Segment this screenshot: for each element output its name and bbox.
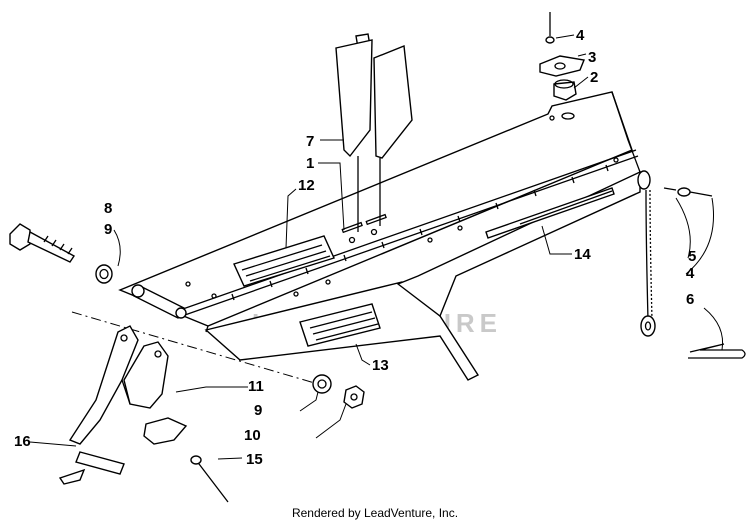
callout-9-left: 9 bbox=[104, 221, 112, 238]
bushing-right bbox=[312, 374, 332, 394]
hardware-stack-top bbox=[539, 12, 585, 101]
callout-2: 2 bbox=[590, 69, 598, 86]
callout-15: 15 bbox=[246, 451, 263, 468]
bracket bbox=[68, 325, 169, 445]
callout-13: 13 bbox=[372, 357, 389, 374]
nut bbox=[343, 385, 365, 409]
callout-11: 11 bbox=[248, 378, 264, 395]
lanyard-assembly bbox=[637, 170, 746, 359]
callout-4-right: 4 bbox=[686, 265, 695, 282]
bolt bbox=[9, 223, 76, 263]
grip-pad bbox=[58, 451, 125, 485]
warning-decal-13 bbox=[299, 303, 381, 347]
callout-6: 6 bbox=[686, 291, 694, 308]
callout-4-top: 4 bbox=[576, 27, 585, 44]
callouts: 4 3 2 7 1 12 8 9 14 5 4 6 13 11 9 10 16 … bbox=[14, 27, 696, 468]
callout-3: 3 bbox=[588, 49, 596, 66]
hinge-tube bbox=[131, 284, 187, 319]
callout-9-right: 9 bbox=[254, 402, 262, 419]
callout-12: 12 bbox=[298, 177, 315, 194]
clevis-pin bbox=[190, 455, 229, 503]
callout-10: 10 bbox=[244, 427, 261, 444]
bumper-pad bbox=[143, 417, 188, 445]
foot-pedal bbox=[335, 33, 413, 232]
bushing-left bbox=[95, 264, 113, 284]
callout-14: 14 bbox=[574, 246, 591, 263]
callout-8: 8 bbox=[104, 200, 112, 217]
callout-5: 5 bbox=[688, 248, 696, 265]
callout-7: 7 bbox=[306, 133, 314, 150]
callout-1: 1 bbox=[306, 155, 314, 172]
footer-credit: Rendered by LeadVenture, Inc. bbox=[291, 506, 459, 520]
callout-16: 16 bbox=[14, 433, 31, 450]
leader-lines bbox=[29, 34, 724, 460]
warning-decal-12 bbox=[233, 235, 335, 287]
assembly-axis bbox=[71, 311, 319, 385]
